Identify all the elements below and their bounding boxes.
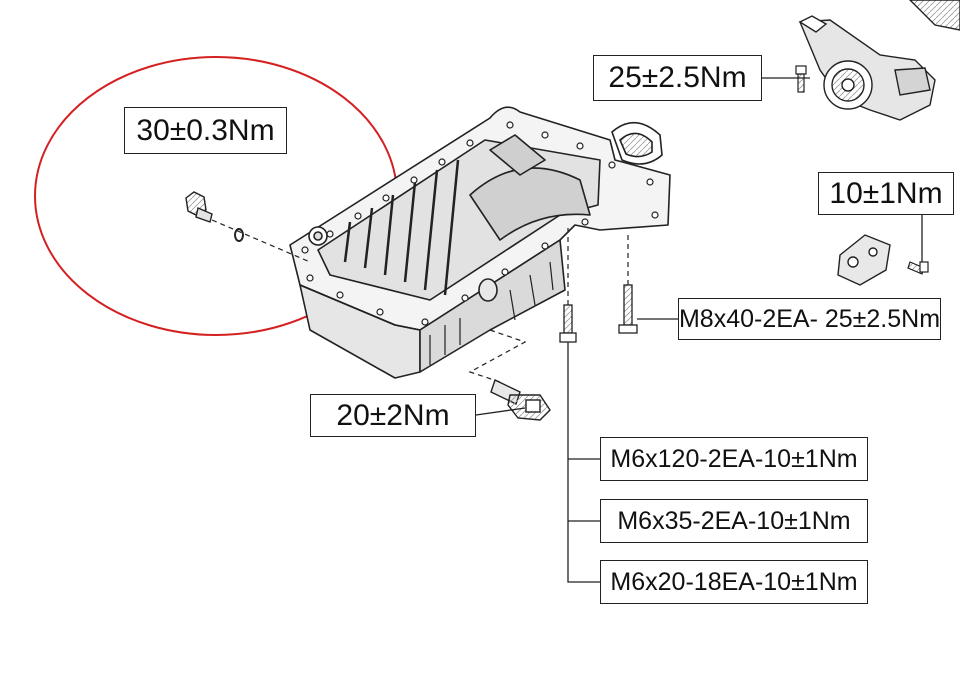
sensor-leader	[468, 329, 527, 383]
drain-plug	[185, 191, 213, 223]
leader-lines	[475, 77, 923, 583]
bracket-bolt-torque-label: 10±1Nm	[818, 172, 954, 215]
oil-level-sensor	[490, 379, 551, 421]
oil-pump	[798, 0, 960, 121]
rear-seal	[611, 121, 663, 165]
long-bolt	[618, 284, 638, 334]
bolt-m6x20-label: M6x20-18EA-10±1Nm	[600, 560, 868, 604]
bracket	[837, 234, 891, 286]
bracket-bolt	[907, 261, 929, 275]
long-bolt-spec-label: M8x40-2EA- 25±2.5Nm	[678, 298, 941, 340]
bolt-m6x35-label: M6x35-2EA-10±1Nm	[600, 499, 868, 543]
drain-plug-torque-label: 30±0.3Nm	[124, 107, 287, 154]
pump-bolt	[795, 65, 807, 93]
sensor-torque-label: 20±2Nm	[310, 394, 476, 437]
bolt-m6x120-label: M6x120-2EA-10±1Nm	[600, 437, 868, 481]
pump-bolt-torque-label: 25±2.5Nm	[593, 55, 762, 101]
drain-washer	[234, 228, 244, 242]
m6-bolt	[559, 304, 577, 343]
oil-pan	[289, 106, 671, 379]
